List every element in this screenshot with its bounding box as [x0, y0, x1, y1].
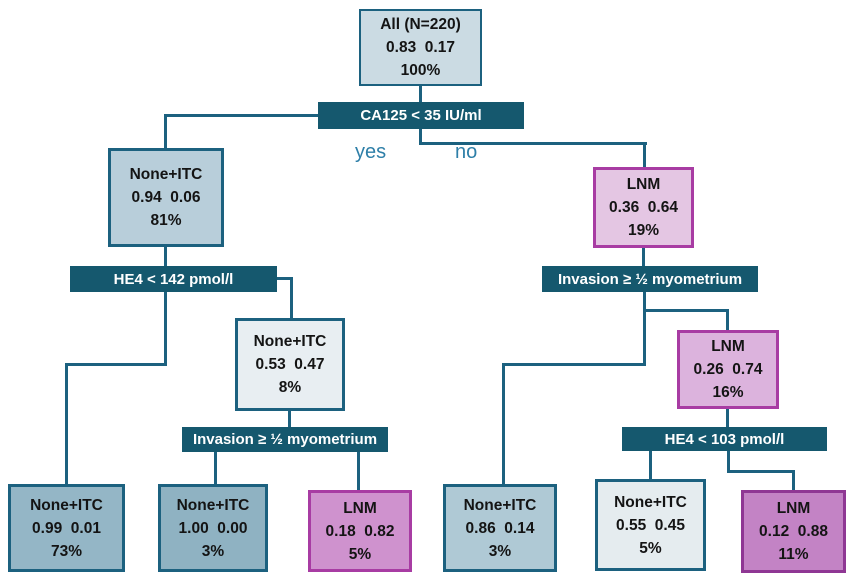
decision-invasion-left: Invasion ≥ ½ myometrium — [182, 427, 388, 452]
connector — [502, 363, 646, 366]
connector — [792, 470, 795, 491]
node-probabilities: 0.12 0.88 — [759, 523, 828, 540]
branch-label-yes: yes — [355, 141, 387, 163]
node-title: None+ITC — [129, 166, 203, 183]
node-probabilities: 0.86 0.14 — [465, 519, 535, 537]
node-title: All (N=220) — [380, 16, 461, 33]
connector — [643, 309, 729, 312]
connector — [727, 470, 795, 473]
decision-invasion-right: Invasion ≥ ½ myometrium — [542, 266, 758, 292]
leaf-none-itc-73: None+ITC 0.99 0.01 73% — [8, 484, 125, 572]
leaf-lnm-11: LNM 0.12 0.88 11% — [741, 490, 846, 573]
leaf-none-itc-3a: None+ITC 1.00 0.00 3% — [158, 484, 268, 572]
connector — [277, 277, 293, 280]
node-root: All (N=220) 0.83 0.17 100% — [359, 9, 482, 86]
connector — [649, 451, 652, 480]
node-share: 5% — [348, 545, 372, 563]
decision-invasion-left-label: Invasion ≥ ½ myometrium — [192, 431, 378, 448]
node-share: 19% — [627, 222, 660, 239]
connector — [727, 451, 730, 473]
connector — [643, 142, 646, 169]
decision-invasion-right-label: Invasion ≥ ½ myometrium — [557, 270, 743, 288]
node-title: LNM — [711, 338, 745, 355]
connector — [726, 409, 729, 428]
node-none-itc-81: None+ITC 0.94 0.06 81% — [108, 148, 224, 247]
node-share: 3% — [488, 542, 512, 560]
node-share: 73% — [50, 542, 83, 560]
node-none-itc-8: None+ITC 0.53 0.47 8% — [235, 318, 345, 411]
node-share: 11% — [778, 546, 809, 563]
node-title: LNM — [776, 500, 811, 517]
node-share: 100% — [400, 62, 441, 79]
node-probabilities: 0.36 0.64 — [609, 199, 678, 216]
node-probabilities: 0.26 0.74 — [693, 361, 763, 378]
leaf-none-itc-3b: None+ITC 0.86 0.14 3% — [443, 484, 557, 572]
decision-he4-142: HE4 < 142 pmol/l — [70, 266, 277, 292]
connector — [357, 452, 360, 492]
node-title: None+ITC — [176, 496, 250, 514]
connector — [164, 114, 320, 117]
node-share: 3% — [201, 542, 225, 560]
connector — [214, 452, 217, 486]
branch-label-no: no — [455, 141, 478, 163]
connector — [288, 411, 291, 428]
connector — [65, 363, 68, 485]
node-probabilities: 0.83 0.17 — [386, 39, 455, 56]
node-title: None+ITC — [253, 333, 327, 350]
node-title: None+ITC — [30, 496, 103, 514]
connector — [502, 363, 505, 485]
node-share: 81% — [150, 212, 182, 229]
node-title: None+ITC — [463, 496, 537, 514]
node-share: 16% — [712, 384, 744, 401]
connector — [65, 363, 167, 366]
node-probabilities: 0.18 0.82 — [325, 522, 395, 540]
node-probabilities: 0.55 0.45 — [616, 516, 685, 534]
node-probabilities: 0.53 0.47 — [255, 356, 325, 373]
decision-he4-103: HE4 < 103 pmol/l — [622, 427, 827, 451]
decision-ca125-label: CA125 < 35 IU/ml — [360, 107, 482, 124]
decision-he4-142-label: HE4 < 142 pmol/l — [113, 270, 234, 288]
node-probabilities: 1.00 0.00 — [178, 519, 248, 537]
connector — [419, 86, 422, 103]
decision-he4-103-label: HE4 < 103 pmol/l — [664, 430, 785, 448]
connector — [726, 309, 729, 332]
leaf-none-itc-5: None+ITC 0.55 0.45 5% — [595, 479, 706, 571]
leaf-lnm-5: LNM 0.18 0.82 5% — [308, 490, 412, 572]
connector — [164, 247, 167, 267]
connector — [419, 142, 647, 145]
node-share: 5% — [639, 539, 662, 557]
node-probabilities: 0.94 0.06 — [131, 189, 201, 206]
connector — [290, 277, 293, 320]
node-title: LNM — [626, 176, 661, 193]
connector — [164, 114, 167, 150]
connector — [164, 291, 167, 366]
node-title: LNM — [343, 499, 377, 517]
node-probabilities: 0.99 0.01 — [32, 519, 101, 537]
connector — [643, 292, 646, 366]
connector — [642, 248, 645, 267]
decision-ca125: CA125 < 35 IU/ml — [318, 102, 524, 129]
node-share: 8% — [278, 379, 302, 396]
node-title: None+ITC — [614, 493, 687, 511]
connector — [419, 128, 422, 145]
node-lnm-16: LNM 0.26 0.74 16% — [677, 330, 779, 409]
node-lnm-19: LNM 0.36 0.64 19% — [593, 167, 694, 248]
